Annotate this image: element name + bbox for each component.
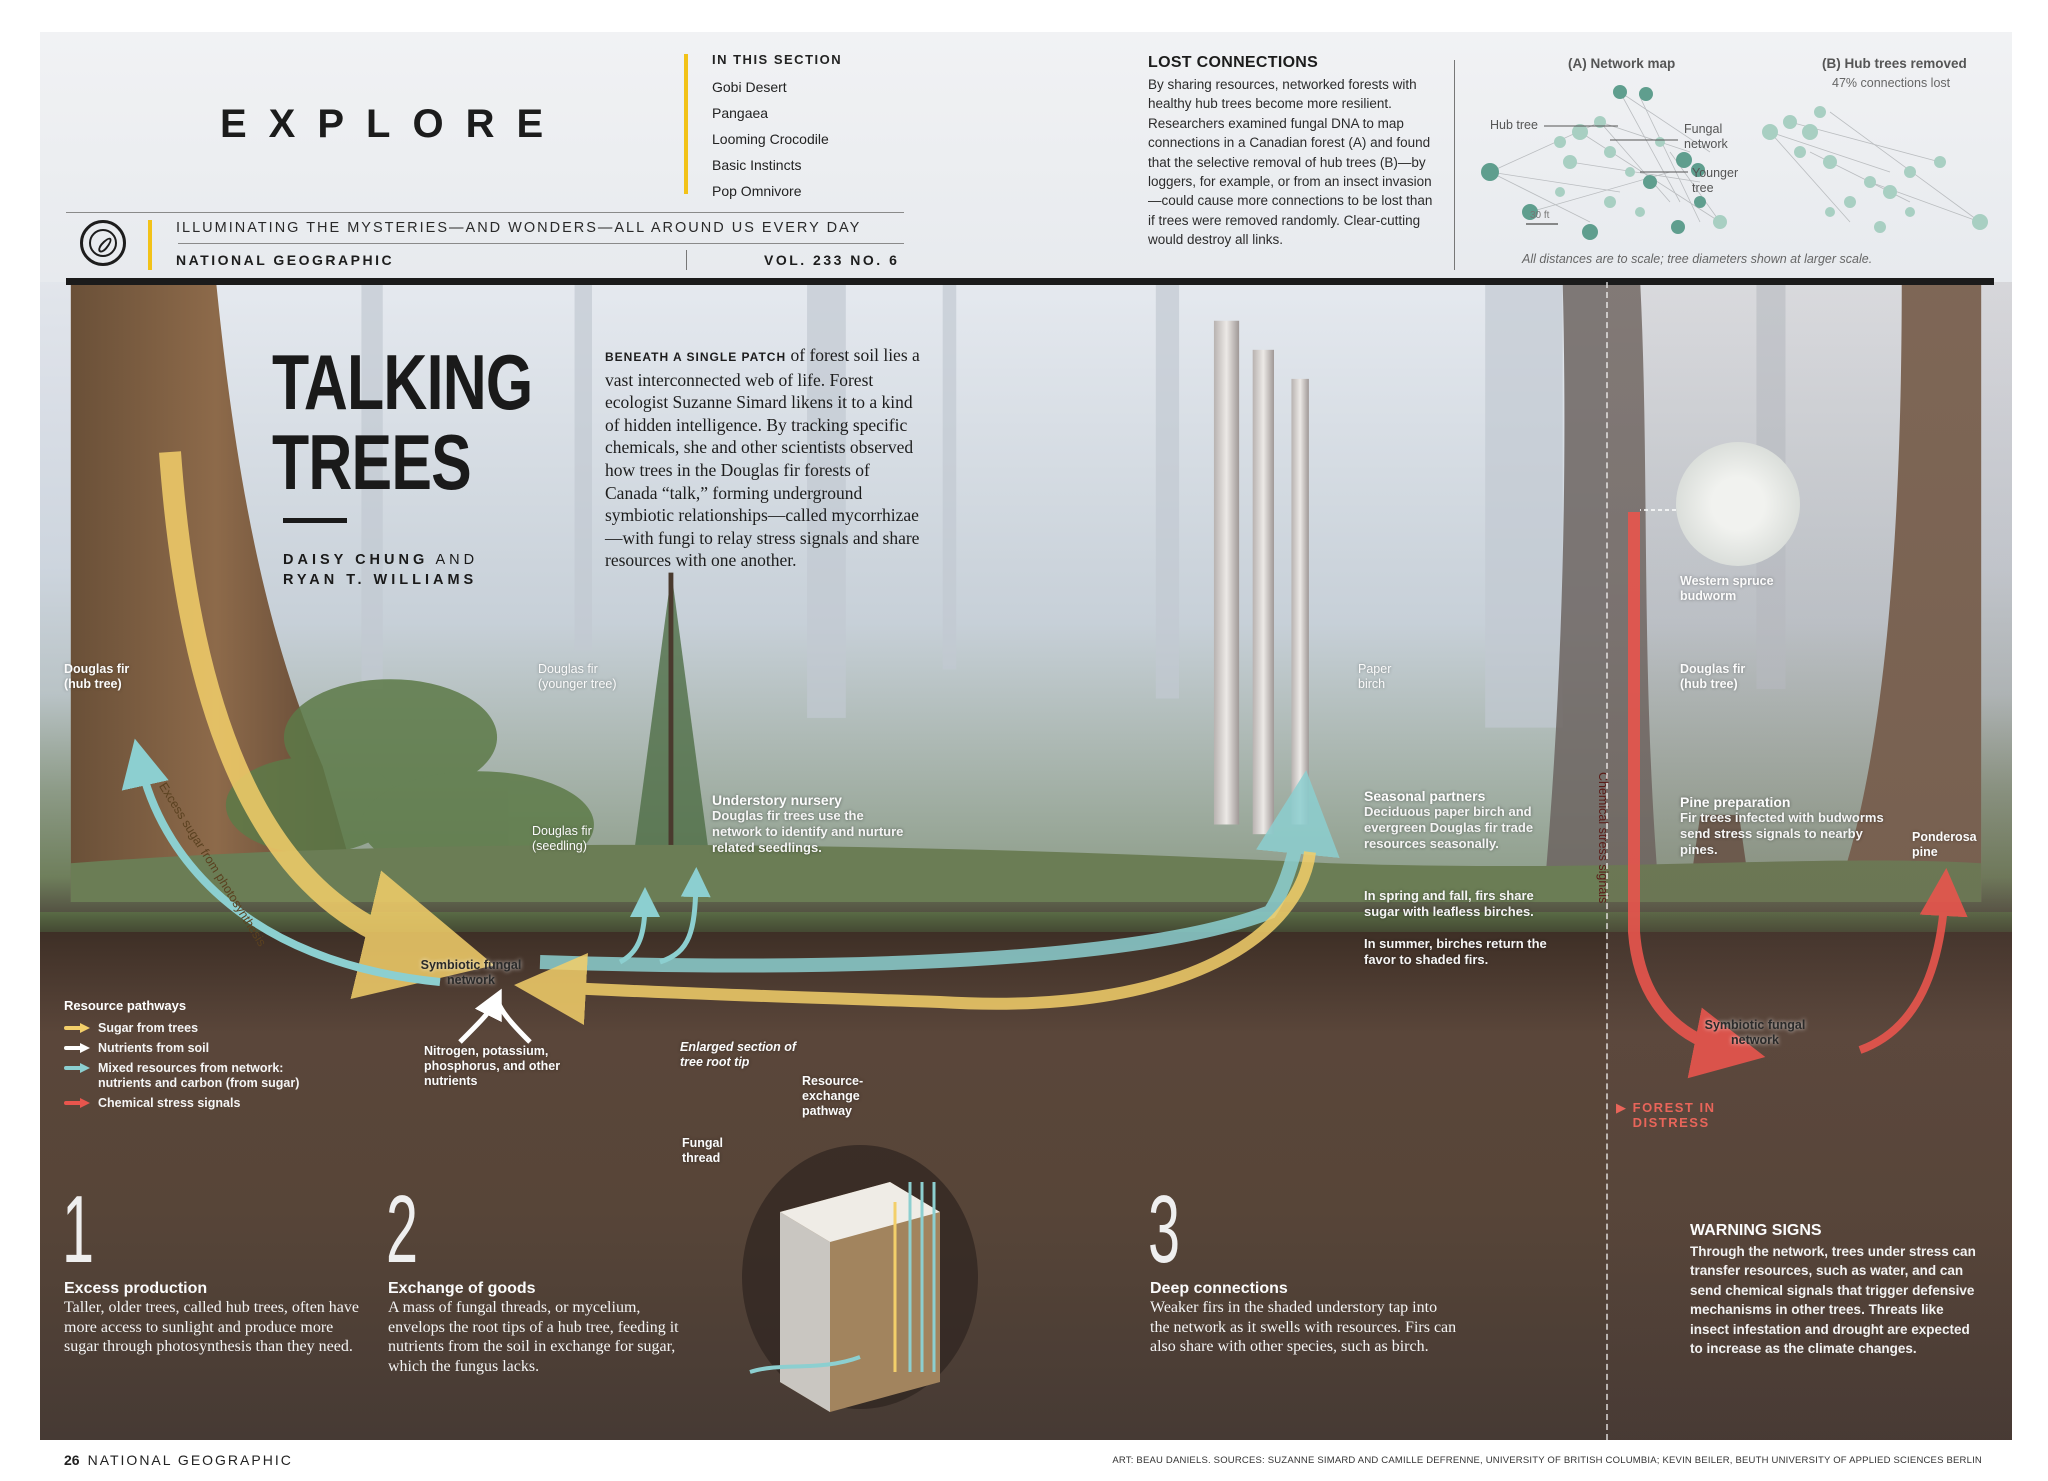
lost-connections-body: By sharing resources, networked forests … xyxy=(1148,77,1433,248)
header-rule xyxy=(66,278,1994,285)
legend-title: Resource pathways xyxy=(64,998,187,1013)
section-link-pangaea[interactable]: Pangaea xyxy=(712,105,769,121)
forest-in-distress-zone xyxy=(1606,282,2012,1440)
white-arrow-icon xyxy=(64,1043,92,1053)
step-body-1: Taller, older trees, called hub trees, o… xyxy=(64,1299,359,1355)
label-resource-exchange: Resource-exchange pathway xyxy=(802,1074,864,1118)
yellow-arrow-icon xyxy=(64,1023,92,1033)
section-link-basic-instincts[interactable]: Basic Instincts xyxy=(712,157,802,173)
divider xyxy=(1454,60,1455,270)
scale-label: 30 ft xyxy=(1530,210,1550,221)
tagline: ILLUMINATING THE MYSTERIES—AND WONDERS—A… xyxy=(176,220,862,236)
section-header: EXPLORE IN THIS SECTION Gobi Desert Pang… xyxy=(40,32,2012,285)
callout-pine-preparation: Pine preparation Fir trees infected with… xyxy=(1680,794,1884,857)
brand-name: NATIONAL GEOGRAPHIC xyxy=(176,252,395,268)
callout-understory-nursery: Understory nursery Douglas fir trees use… xyxy=(712,792,904,855)
page-number: 26 xyxy=(64,1452,80,1468)
step-title-1: Excess production xyxy=(64,1280,208,1297)
label-symbiotic-fungal-network: Symbiotic fungal network xyxy=(420,958,522,987)
volume-number: VOL. 233 NO. 6 xyxy=(764,252,900,268)
legend-item-chemical: Chemical stress signals xyxy=(64,1096,318,1111)
in-this-section: IN THIS SECTION Gobi Desert Pangaea Loom… xyxy=(712,52,842,207)
intro-paragraph: BENEATH A SINGLE PATCH of forest soil li… xyxy=(605,344,925,572)
network-map-graphic xyxy=(1481,85,1988,240)
step-body-2: A mass of fungal threads, or mycelium, e… xyxy=(388,1299,679,1375)
magazine-spread: EXPLORE IN THIS SECTION Gobi Desert Pang… xyxy=(40,32,2012,1440)
callout-seasonal-partners: Seasonal partners Deciduous paper birch … xyxy=(1364,788,1534,851)
page-footer: 26 NATIONAL GEOGRAPHIC xyxy=(64,1452,293,1468)
label-douglas-fir-hub-right: Douglas fir (hub tree) xyxy=(1680,662,1746,691)
step-body-3: Weaker firs in the shaded understory tap… xyxy=(1150,1299,1457,1355)
divider xyxy=(686,250,687,270)
label-douglas-fir-seedling: Douglas fir (seedling) xyxy=(532,824,592,853)
accent-bar xyxy=(684,54,688,194)
accent-bar xyxy=(148,220,152,270)
publication-name: NATIONAL GEOGRAPHIC xyxy=(87,1452,293,1468)
in-this-section-title: IN THIS SECTION xyxy=(712,52,843,67)
article-title: TALKING TREES xyxy=(272,338,533,506)
step-title-2: Exchange of goods xyxy=(388,1280,536,1297)
callout-summer: In summer, birches return the favor to s… xyxy=(1364,936,1547,967)
distress-divider xyxy=(1606,282,1608,1440)
step-number-1: 1 xyxy=(62,1176,95,1283)
section-title: EXPLORE xyxy=(220,102,566,146)
section-link-pop-omnivore[interactable]: Pop Omnivore xyxy=(712,183,802,199)
resource-pathway-arrows xyxy=(121,451,1968,1079)
title-rule xyxy=(283,518,347,523)
art-credit: ART: BEAU DANIELS. SOURCES: SUZANNE SIMA… xyxy=(1112,1455,1982,1466)
blue-arrow-icon xyxy=(64,1063,92,1073)
intro-lead: BENEATH A SINGLE PATCH xyxy=(605,350,787,364)
lost-connections-title: LOST CONNECTIONS xyxy=(1148,54,1319,71)
byline: DAISY CHUNG AND RYAN T. WILLIAMS xyxy=(283,552,479,588)
section-link-looming-crocodile[interactable]: Looming Crocodile xyxy=(712,131,829,147)
label-douglas-fir-hub: Douglas fir (hub tree) xyxy=(64,662,130,691)
label-budworm: Western spruce budworm xyxy=(1680,574,1774,603)
hub-tree-label: Hub tree xyxy=(1490,118,1538,132)
divider xyxy=(66,212,904,213)
budworm-inset-image xyxy=(1676,442,1800,566)
step-number-3: 3 xyxy=(1148,1176,1181,1283)
intro-body: of forest soil lies a vast interconnecte… xyxy=(605,345,920,571)
resource-pathways-legend: Resource pathways Sugar from trees Nutri… xyxy=(64,998,318,1116)
callout-spring-fall: In spring and fall, firs share sugar wit… xyxy=(1364,888,1534,919)
warning-signs: WARNING SIGNS Through the network, trees… xyxy=(1690,1222,1980,1358)
label-symbiotic-fungal-network-right: Symbiotic fungal network xyxy=(1704,1018,1806,1047)
label-enlarged-section: Enlarged section of tree root tip xyxy=(680,1040,796,1069)
soil-layer xyxy=(40,932,2012,1440)
label-nutrients: Nitrogen, potassium, phosphorus, and oth… xyxy=(424,1044,561,1088)
map-b-title: (B) Hub trees removed xyxy=(1822,56,1967,71)
network-maps: (A) Network map (B) Hub trees removed 47… xyxy=(1470,52,1990,277)
section-link-gobi-desert[interactable]: Gobi Desert xyxy=(712,79,787,95)
lost-connections-sidebar: LOST CONNECTIONS By sharing resources, n… xyxy=(1148,54,1438,250)
red-arrow-icon xyxy=(64,1098,92,1108)
map-a-title: (A) Network map xyxy=(1568,56,1676,71)
fungal-network-label: Fungal network xyxy=(1684,122,1728,151)
label-fungal-thread: Fungal thread xyxy=(682,1136,723,1165)
label-paper-birch: Paper birch xyxy=(1358,662,1392,691)
play-triangle-icon: ▶ xyxy=(1616,1100,1628,1115)
compass-logo-icon xyxy=(80,220,126,266)
map-footnote: All distances are to scale; tree diamete… xyxy=(1522,252,1873,266)
label-douglas-fir-younger: Douglas fir (younger tree) xyxy=(538,662,617,691)
legend-item-mixed: Mixed resources from network: nutrients … xyxy=(64,1061,318,1091)
legend-item-sugar: Sugar from trees xyxy=(64,1021,318,1036)
step-number-2: 2 xyxy=(386,1176,419,1283)
warning-title: WARNING SIGNS xyxy=(1690,1222,1822,1239)
step-title-3: Deep connections xyxy=(1150,1280,1288,1297)
forest-in-distress-label: ▶ FOREST IN DISTRESS xyxy=(1616,1100,1716,1130)
legend-item-nutrients: Nutrients from soil xyxy=(64,1041,318,1056)
map-b-subtitle: 47% connections lost xyxy=(1832,76,1951,90)
younger-tree-label: Younger tree xyxy=(1692,166,1739,195)
warning-body: Through the network, trees under stress … xyxy=(1690,1244,1976,1357)
root-tip-cross-section xyxy=(742,1145,978,1412)
divider xyxy=(178,243,904,244)
label-ponderosa-pine: Ponderosa pine xyxy=(1912,830,1977,859)
